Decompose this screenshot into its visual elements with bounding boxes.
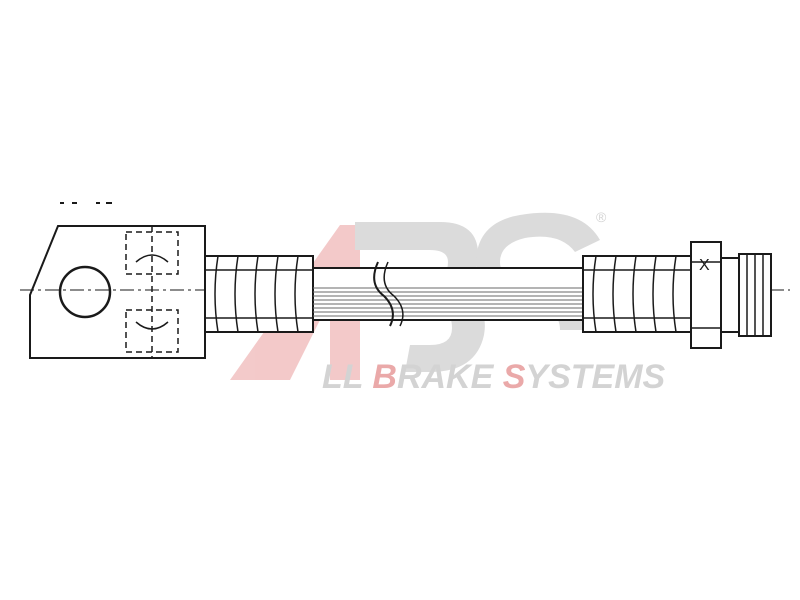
thread-collar [720,257,740,333]
left-bracket-fitting [29,225,206,359]
thread-lines [746,254,764,336]
brand-text: LL BRAKE SYSTEMS [322,358,666,396]
brand-text-mid: RAKE [397,358,503,396]
dimension-mark-x: X [699,257,710,274]
left-crimp-ribs [205,255,313,333]
brand-text-end: YSTEMS [525,358,665,396]
scan-marks [60,202,112,204]
hose-break-mark [373,261,394,327]
right-end-fitting: X [690,241,772,349]
hose-body [312,261,584,327]
left-crimp-ferrule [204,255,314,333]
bracket-notch-bottom [135,321,169,330]
mounting-hole [58,265,112,319]
brand-text-prefix: LL [322,358,372,396]
registered-mark: ® [596,209,607,225]
hose-break-mark-2 [383,261,404,327]
bracket-notch-top [135,254,169,263]
brand-text-b: B [372,358,397,396]
bracket-outline [29,225,206,359]
right-crimp-ribs [583,255,691,333]
right-crimp-ferrule [582,255,692,333]
bracket-hidden-lines [125,226,179,358]
hose-texture [313,287,583,317]
brand-text-s: S [503,358,526,396]
